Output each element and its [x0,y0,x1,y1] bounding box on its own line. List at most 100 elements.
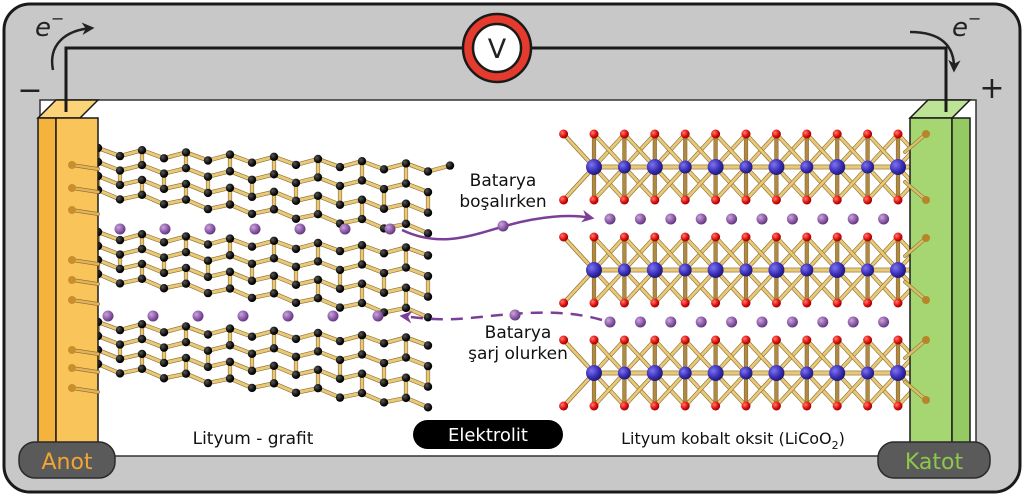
carbon-atom [115,151,125,161]
carbon-atom [115,369,125,378]
anode-material-label: Lityum - grafit [193,429,314,449]
carbon-atom [115,250,125,259]
oxygen-atom [680,129,690,139]
carbon-atom [291,352,301,362]
carbon-atom [423,313,433,322]
carbon-atom [423,251,433,260]
carbon-atom [291,178,301,188]
carbon-atom [203,188,213,198]
carbon-atom [225,251,235,260]
oxygen-atom [922,196,930,204]
carbon-atom [313,384,323,393]
oxygen-atom [863,195,873,205]
lithium-ion [249,223,261,235]
oxygen-atom [893,401,903,411]
carbon-atom [313,154,323,164]
cathode-material-label: Lityum kobalt oksit (LiCoO2) [621,429,845,452]
carbon-atom [181,148,191,157]
lithium-ion [726,213,738,225]
cobalt-atom [739,263,753,277]
carbon-atom [225,324,235,333]
carbon-atom [401,373,411,382]
oxygen-atom [771,335,781,345]
carbon-atom [379,268,389,278]
carbon-atom [401,159,411,168]
cobalt-atom [586,365,602,381]
oxygen-atom [650,129,660,139]
carbon-atom [68,384,76,392]
oxygen-atom [893,195,903,205]
oxygen-atom [619,298,629,308]
cobalt-atom [586,159,602,175]
lithium-ion [384,223,396,235]
carbon-atom [357,298,367,308]
carbon-atom [137,244,147,254]
carbon-atom [159,328,169,337]
discharge-label-line2: boşalırken [459,192,546,212]
carbon-atom [115,264,125,274]
carbon-atom [203,172,213,181]
oxygen-atom [832,232,842,242]
oxygen-atom [771,298,781,308]
bond [70,186,100,194]
carbon-atom [379,184,389,194]
lithium-ion [204,223,216,235]
carbon-atom [203,240,213,249]
carbon-atom [159,284,169,293]
carbon-atom [269,361,279,371]
carbon-atom [137,349,147,359]
lithium-ion [786,316,798,328]
carbon-atom [291,160,301,170]
carbon-atom [401,219,411,229]
carbon-atom [423,229,433,238]
bond [903,236,928,258]
carbon-atom [225,374,235,383]
oxygen-atom [650,298,660,308]
voltmeter-symbol: V [488,34,507,65]
cobalt-atom [768,262,785,278]
carbon-atom [313,347,323,356]
carbon-atom [203,204,213,214]
oxygen-atom [741,195,751,205]
carbon-atom [247,192,257,202]
carbon-atom [401,199,411,208]
cobalt-atom [678,366,692,380]
carbon-atom [291,280,301,290]
carbon-atom [269,379,279,388]
lithium-ion [159,223,171,235]
lithium-ion [878,316,890,328]
carbon-atom [291,196,301,206]
oxygen-atom [680,401,690,411]
oxygen-atom [680,335,690,345]
carbon-atom [291,244,301,254]
carbon-atom [357,176,367,185]
carbon-atom [357,260,367,269]
cobalt-atom [861,366,875,380]
cobalt-atom [707,365,724,381]
carbon-atom [269,254,279,263]
bond [903,380,928,402]
carbon-atom [269,205,279,214]
lithium-ion [695,213,707,225]
cobalt-atom [586,262,602,278]
carbon-atom [68,161,76,169]
carbon-atom [225,267,235,277]
carbon-atom [247,293,257,303]
carbon-atom [247,383,257,393]
carbon-atom [423,382,433,391]
carbon-atom [247,175,257,184]
oxygen-atom [893,298,903,308]
cobalt-atom [890,262,906,278]
carbon-atom [357,369,367,378]
carbon-atom [313,294,323,303]
cobalt-atom [829,262,846,278]
oxygen-atom [802,401,812,411]
oxygen-atom [711,335,721,345]
oxygen-atom [650,195,660,205]
carbon-atom [379,358,389,368]
oxygen-atom [741,232,751,242]
lithium-ion [294,223,306,235]
carbon-atom [423,292,433,301]
oxygen-atom [559,335,569,345]
